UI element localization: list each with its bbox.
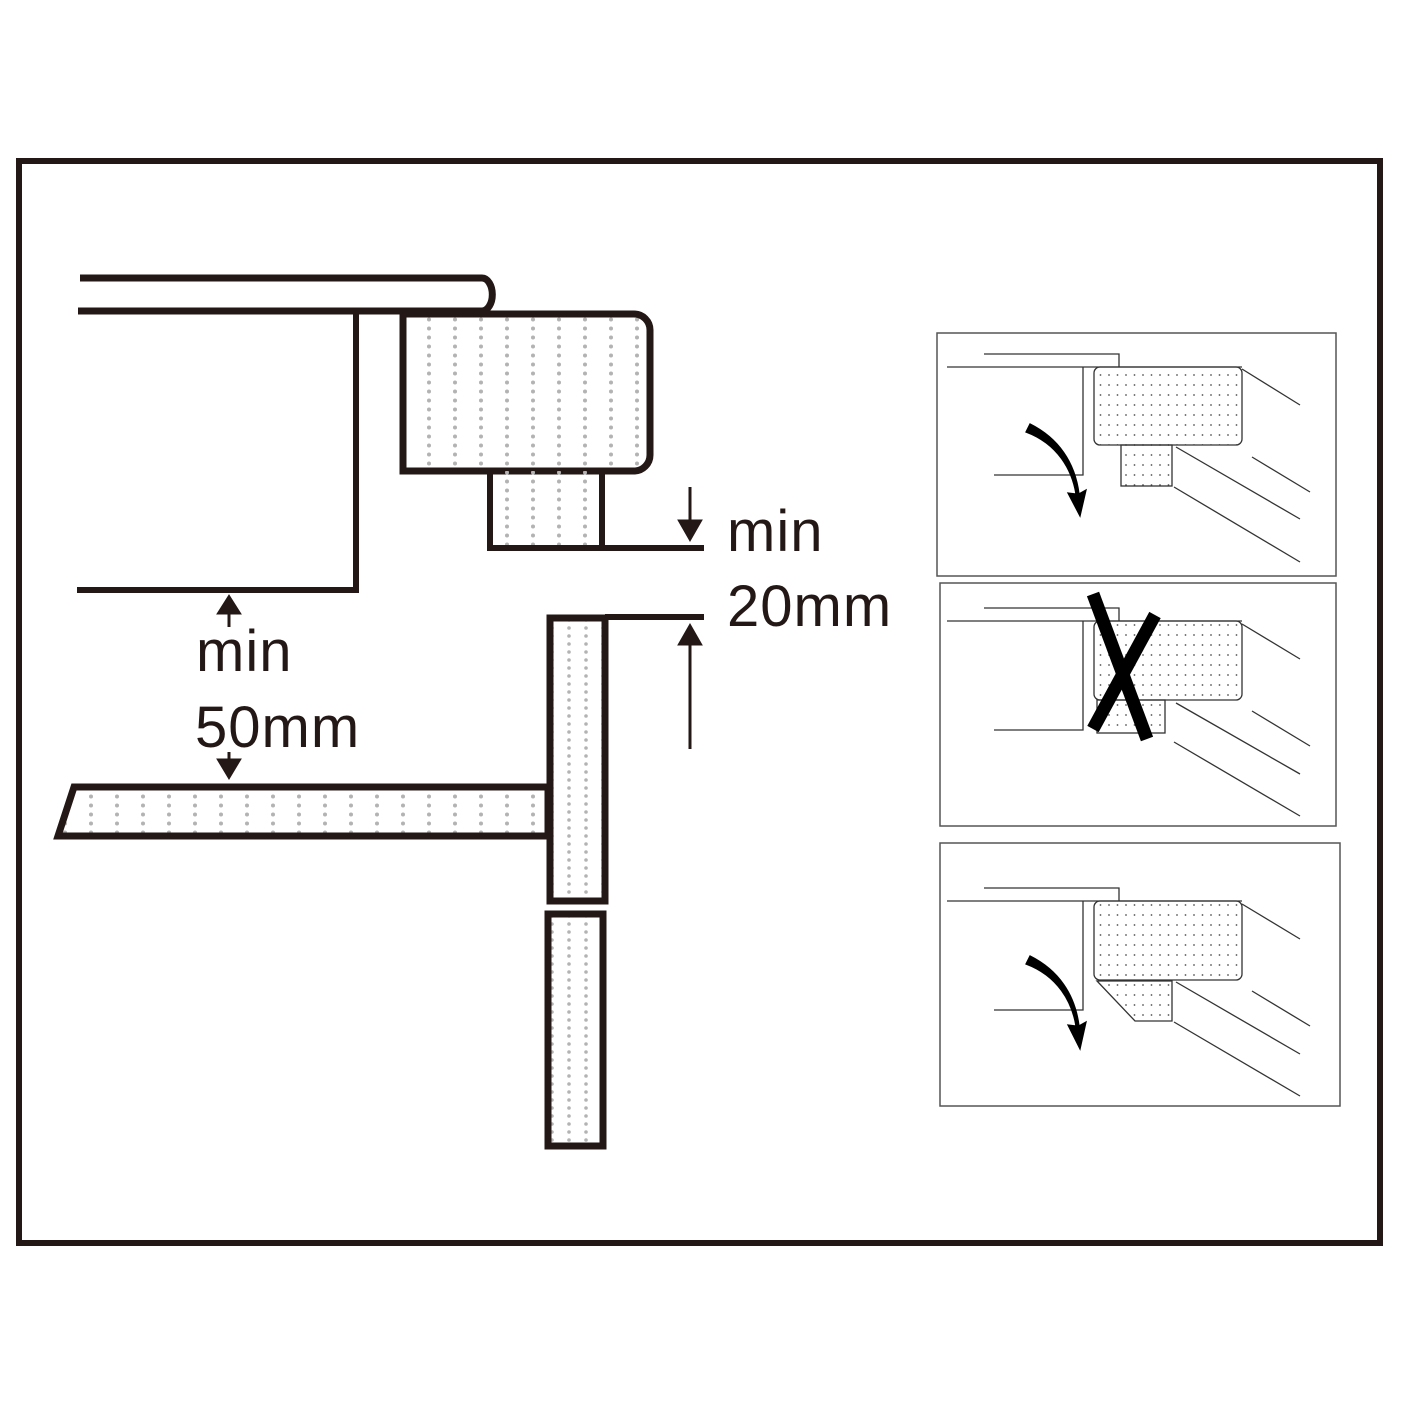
dimension-arrows xyxy=(216,487,703,780)
door-upper xyxy=(546,614,609,905)
label-50mm: 50mm xyxy=(195,695,360,760)
panel-incorrect xyxy=(939,582,1337,827)
arrow-icon xyxy=(1025,955,1087,1051)
drawer-front xyxy=(399,310,654,475)
countertop xyxy=(78,274,496,315)
handle-block xyxy=(487,471,605,551)
arrow-icon xyxy=(1025,423,1087,518)
panel-correct-1 xyxy=(936,332,1337,577)
cross-icon xyxy=(1086,591,1161,742)
label-min-20: min xyxy=(727,499,823,564)
arrow-down-icon xyxy=(677,519,703,543)
door-lower xyxy=(544,910,607,1150)
label-min-50: min xyxy=(196,619,292,684)
outer-frame xyxy=(16,158,1383,1246)
shelf xyxy=(53,783,552,840)
arrow-up-icon xyxy=(677,622,703,646)
panel-correct-2 xyxy=(939,842,1341,1107)
arrow-down-icon xyxy=(216,758,242,780)
label-20mm: 20mm xyxy=(727,574,892,639)
upper-cabinet xyxy=(77,311,359,593)
main-diagram xyxy=(53,274,704,1150)
arrow-up-icon xyxy=(216,594,242,615)
